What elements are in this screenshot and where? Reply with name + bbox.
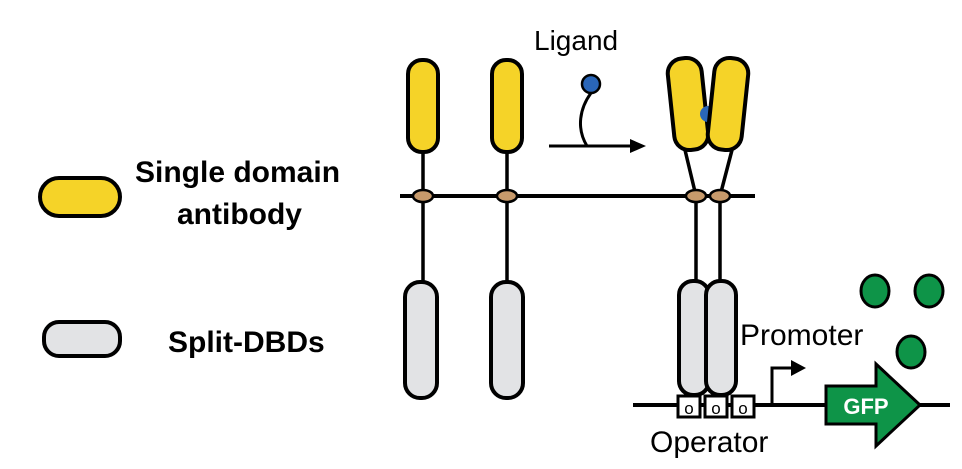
dimer-membrane-node-left bbox=[684, 188, 708, 204]
operator-site-1 bbox=[676, 394, 702, 419]
operator-sites: o o o bbox=[676, 394, 756, 419]
operator-label: Operator bbox=[650, 426, 768, 459]
promoter-arrow-shaft bbox=[770, 366, 792, 405]
dimer-antibody-right bbox=[705, 55, 751, 153]
ligand-label: Ligand bbox=[534, 25, 618, 56]
operator-site-3 bbox=[730, 394, 756, 419]
legend-antibody-label-line1: Single domain bbox=[135, 156, 340, 189]
gfp-label: GFP bbox=[843, 394, 888, 419]
gfp-protein-3 bbox=[895, 334, 927, 370]
activation-arrow-head bbox=[630, 139, 646, 153]
receptor-1-dbd bbox=[403, 280, 439, 400]
dimer-membrane-node-right bbox=[708, 188, 732, 204]
operator-site-2-letter: o bbox=[711, 399, 720, 418]
dimer-dbd-right bbox=[704, 279, 738, 397]
operator-site-3-letter: o bbox=[738, 399, 747, 418]
dimer-stalk-right-upper bbox=[718, 149, 734, 197]
receptor-2 bbox=[489, 58, 525, 400]
ligand-tether bbox=[579, 92, 593, 147]
operator-site-1-letter: o bbox=[684, 399, 693, 418]
receptor-1 bbox=[403, 58, 440, 400]
receptor-2-membrane-node bbox=[495, 188, 519, 204]
receptor-1-antibody bbox=[406, 58, 440, 154]
legend-antibody-swatch bbox=[38, 176, 122, 218]
ligand-molecule bbox=[580, 73, 602, 95]
receptor-dimer bbox=[665, 55, 751, 397]
gfp-protein-1 bbox=[859, 273, 891, 309]
gfp-protein-2 bbox=[913, 273, 945, 309]
dimer-stalk-left-upper bbox=[683, 149, 698, 197]
receptor-1-membrane-node bbox=[411, 188, 435, 204]
legend-antibody-label-line2: antibody bbox=[177, 198, 302, 231]
receptor-2-antibody bbox=[490, 58, 524, 154]
legend-dbd-swatch bbox=[42, 320, 122, 358]
promoter-label: Promoter bbox=[740, 319, 863, 352]
legend-dbd-label: Split-DBDs bbox=[168, 326, 325, 359]
dimer-antibody-left bbox=[665, 55, 711, 153]
promoter-arrow-head bbox=[791, 360, 806, 376]
gfp-gene-arrow bbox=[824, 360, 923, 450]
operator-site-2 bbox=[703, 394, 729, 419]
receptor-2-dbd bbox=[489, 280, 525, 400]
